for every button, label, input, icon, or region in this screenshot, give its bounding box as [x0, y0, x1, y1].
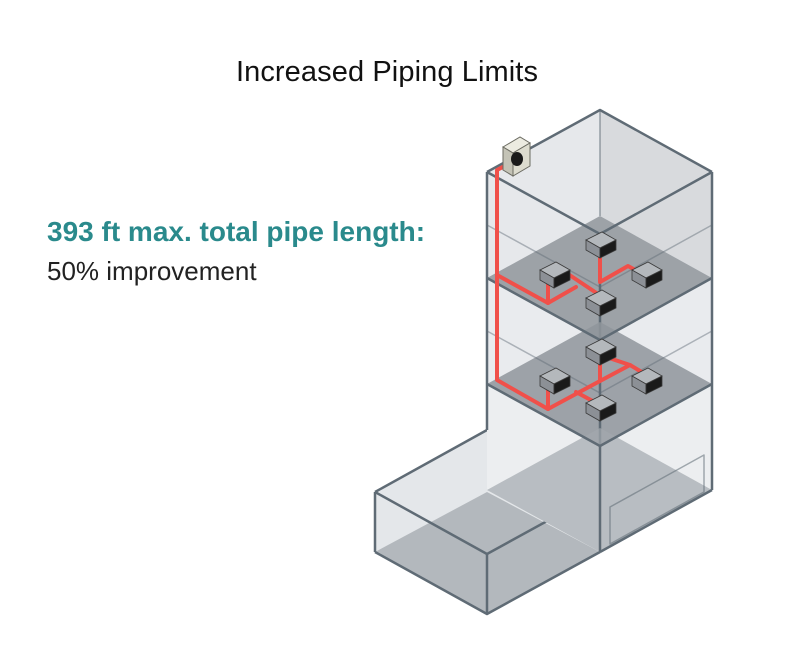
- outdoor-unit: [502, 136, 531, 177]
- fan-icon: [511, 152, 523, 166]
- indoor-unit: [539, 367, 571, 395]
- indoor-units-upper-floor: [539, 231, 663, 317]
- improvement-text: 50% improvement: [47, 256, 257, 286]
- indoor-unit: [585, 231, 617, 259]
- indoor-unit: [585, 394, 617, 422]
- indoor-unit: [631, 367, 663, 395]
- tower-bottom-block: [485, 382, 714, 554]
- indoor-unit: [585, 338, 617, 366]
- pipe-length-stat: 393 ft max. total pipe length:: [47, 216, 426, 247]
- indoor-unit: [539, 261, 571, 289]
- indoor-unit: [585, 289, 617, 317]
- page-title: Increased Piping Limits: [235, 56, 539, 88]
- indoor-unit: [631, 261, 663, 289]
- doorway: [609, 454, 705, 545]
- indoor-units-lower-floor: [539, 338, 663, 422]
